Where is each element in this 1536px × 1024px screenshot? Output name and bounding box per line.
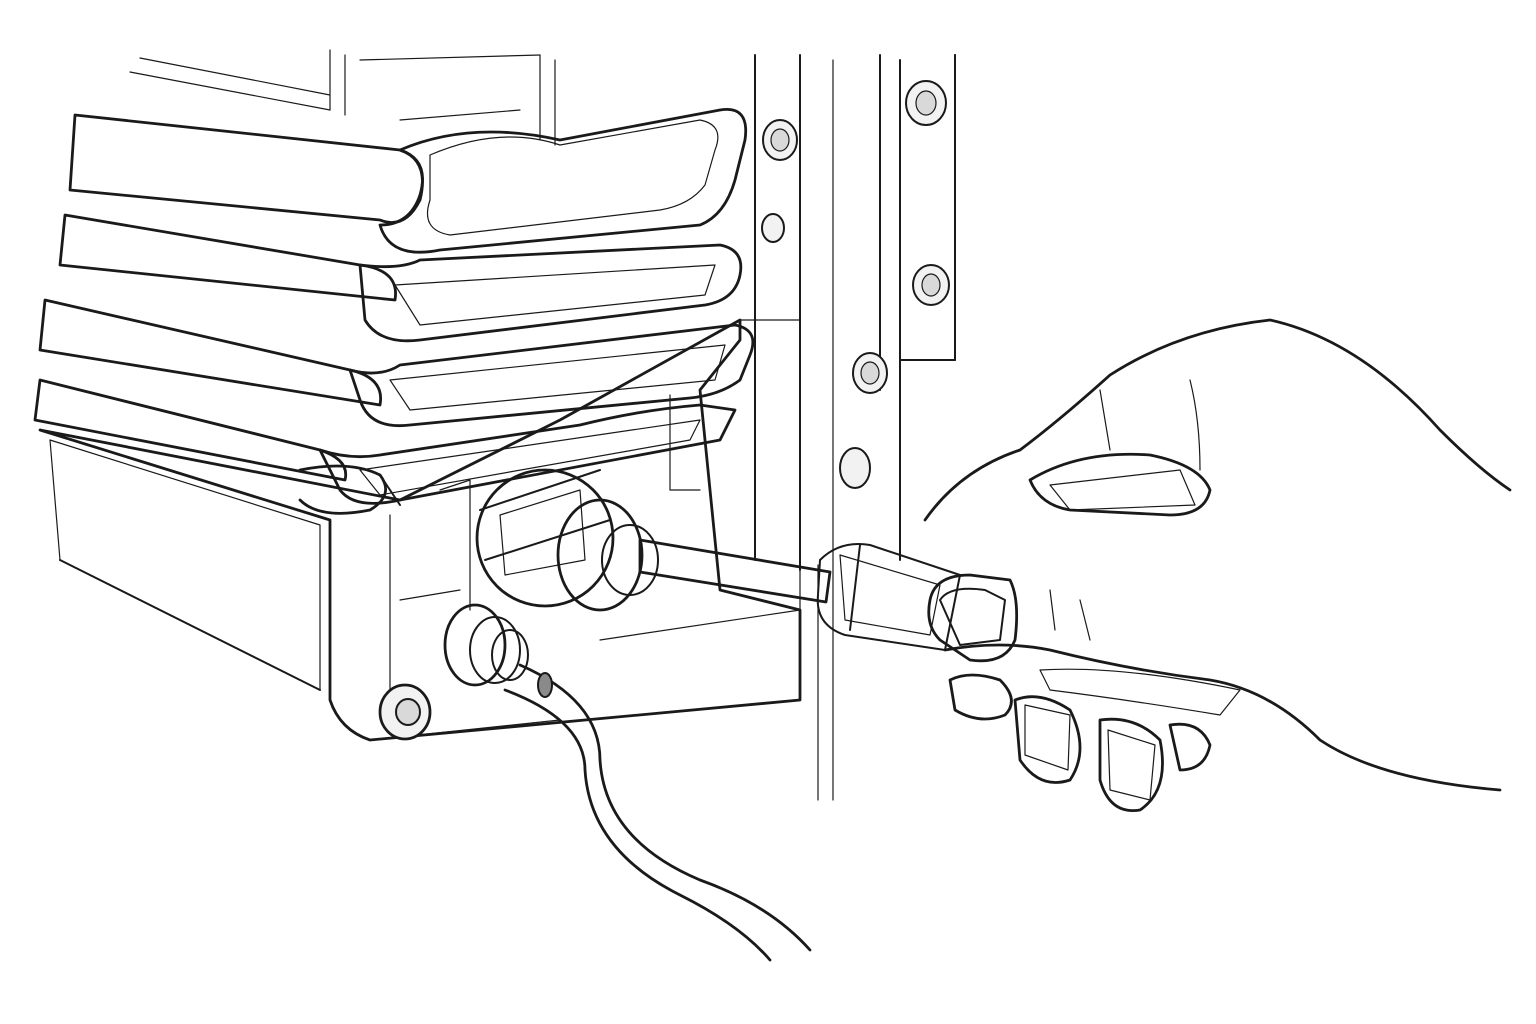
padded-housing-stack (33, 107, 755, 515)
hand (923, 318, 1512, 813)
cable (503, 663, 812, 962)
rack-frame (129, 49, 956, 801)
cable-gland (443, 603, 529, 687)
rack-bolt-holes (761, 80, 950, 489)
connector-port (475, 468, 659, 612)
device-casing (38, 318, 802, 742)
